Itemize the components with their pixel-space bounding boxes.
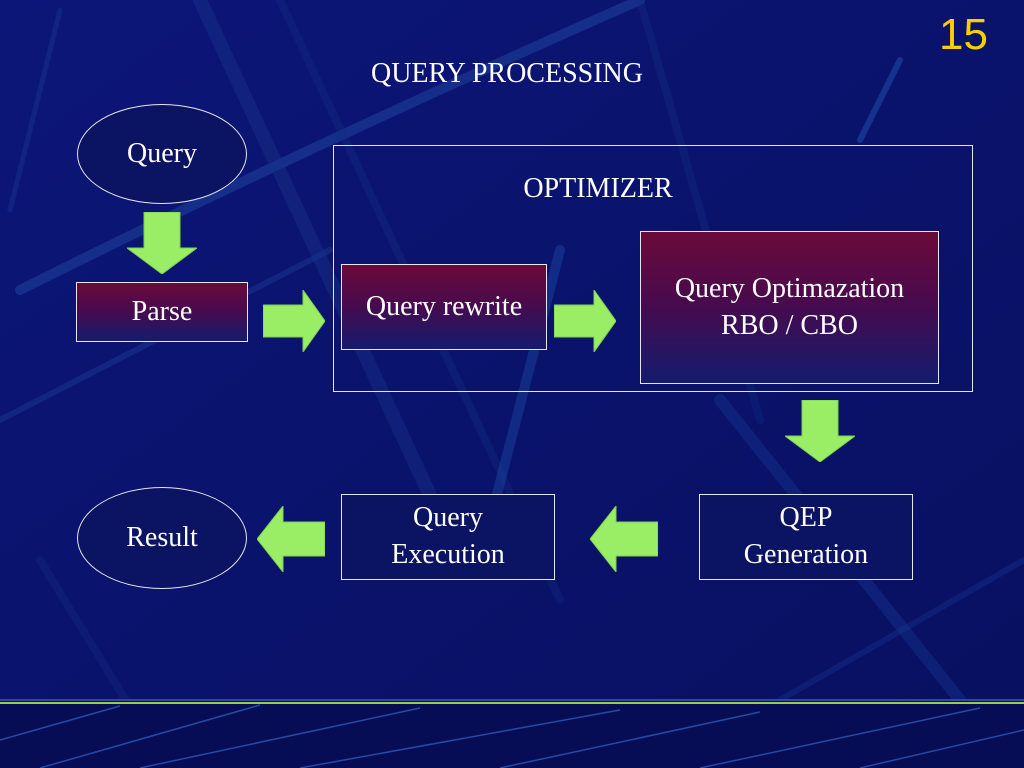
execution-line1-label: Query <box>413 502 483 534</box>
parse-node-label: Parse <box>131 295 193 327</box>
query-rewrite-node: Query rewrite <box>341 264 547 350</box>
arrow-down-icon <box>127 212 197 274</box>
slide-title: QUERY PROCESSING <box>370 58 643 89</box>
query-execution-node: Query Execution <box>341 494 555 580</box>
arrow-left-icon <box>590 506 658 572</box>
result-node: Result <box>77 487 247 589</box>
arrow-down-icon <box>785 400 855 462</box>
query-optimization-node: Query Optimazation RBO / CBO <box>640 231 939 384</box>
parse-node: Parse <box>76 282 248 342</box>
arrow-right-icon <box>554 290 616 352</box>
qep-generation-node: QEP Generation <box>699 494 913 580</box>
generation-label: Generation <box>743 539 869 570</box>
arrow-left-icon <box>257 506 325 572</box>
optimizer-label: OPTIMIZER <box>523 173 673 204</box>
query-node-label: Query <box>127 138 197 169</box>
slide-number: 15 <box>939 10 988 59</box>
rbo-cbo-label: RBO / CBO <box>721 309 858 341</box>
query-optimization-label: Query Optimazation <box>674 272 905 304</box>
qep-label: QEP <box>779 502 833 534</box>
optimizer-frame <box>333 145 973 392</box>
query-node: Query <box>77 104 247 204</box>
result-node-label: Result <box>126 522 198 553</box>
execution-line2-label: Execution <box>391 539 505 570</box>
query-rewrite-label: Query rewrite <box>365 290 523 322</box>
arrow-right-icon <box>263 290 325 352</box>
